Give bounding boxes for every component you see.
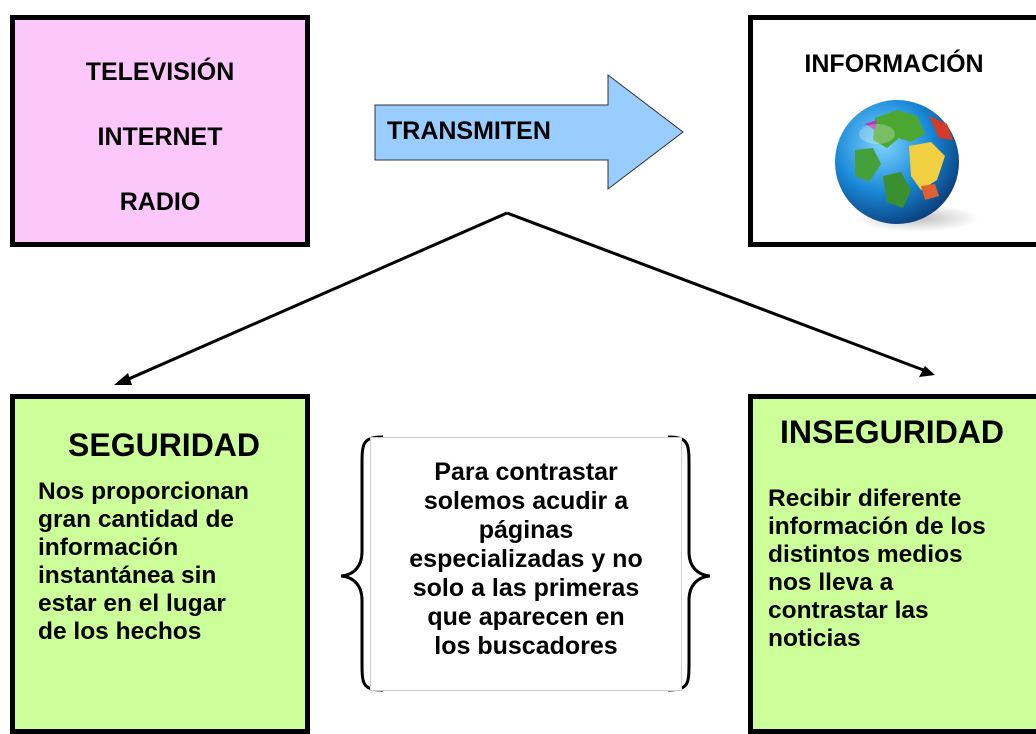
seguridad-text: Nos proporcionan gran cantidad de inform… (38, 478, 249, 645)
connector-line-left (123, 211, 508, 383)
globe-image (835, 100, 979, 232)
arrowhead-left (114, 373, 132, 385)
note-box (370, 437, 682, 691)
connector-line-right (506, 211, 927, 373)
inseguridad-box: INSEGURIDAD Recibir diferente informació… (748, 394, 1036, 734)
inseguridad-title: INSEGURIDAD (780, 414, 1005, 450)
arrowhead-right (919, 366, 935, 377)
inseguridad-text: Recibir diferente información de los dis… (768, 485, 986, 652)
transmiten-arrow (374, 73, 684, 191)
left-brace (340, 435, 384, 692)
info-title: INFORMACIÓN (804, 50, 984, 78)
note-text: Para contrastar solemos acudir a páginas… (409, 458, 643, 660)
info-box: INFORMACIÓN (748, 15, 1036, 247)
right-brace (667, 435, 711, 692)
media-item-internet: INTERNET (97, 123, 223, 151)
seguridad-box: SEGURIDAD Nos proporcionan gran cantidad… (10, 394, 310, 734)
media-box: TELEVISIÓN INTERNET RADIO (10, 15, 310, 247)
arrow-label: TRANSMITEN (387, 117, 551, 145)
media-item-radio: RADIO (119, 188, 201, 216)
seguridad-title: SEGURIDAD (68, 427, 261, 463)
media-item-television: TELEVISIÓN (85, 58, 235, 86)
